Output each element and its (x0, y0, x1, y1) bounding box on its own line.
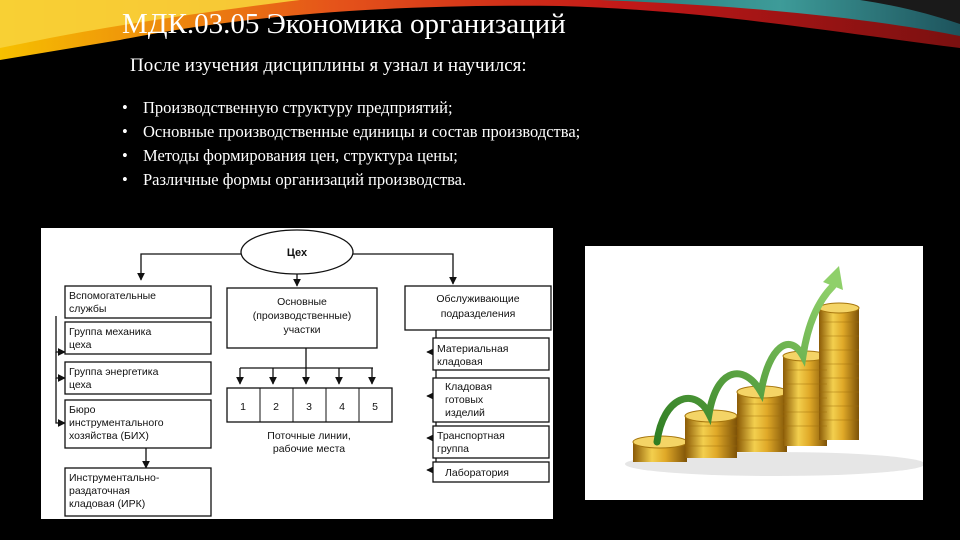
coins-growth-image (585, 246, 925, 500)
bullet-text: Различные формы организаций производства… (143, 170, 467, 189)
right-box-label: Кладовая (445, 381, 492, 393)
unit-number: 5 (372, 401, 378, 413)
left-box-label: инструментального (69, 417, 164, 429)
left-box-label: раздаточная (69, 485, 130, 497)
list-item: • Основные производственные единицы и сос… (122, 120, 580, 144)
bullet-dot: • (122, 98, 128, 117)
unit-number: 1 (240, 401, 246, 413)
right-box-label: группа (437, 443, 469, 455)
bullet-text: Методы формирования цен, структура цены; (143, 146, 458, 165)
right-box-label: изделий (445, 407, 485, 419)
right-box-label: подразделения (441, 308, 516, 320)
list-item: • Методы формирования цен, структура цены… (122, 144, 580, 168)
left-box-label: кладовая (ИРК) (69, 498, 145, 510)
slide-title: МДК.03.05 Экономика организаций (122, 8, 566, 40)
right-box-label: Лаборатория (445, 467, 509, 479)
unit-number: 3 (306, 401, 312, 413)
center-box-label: (производственные) (253, 310, 352, 322)
bullet-text: Основные производственные единицы и сост… (143, 122, 581, 141)
org-structure-diagram: Цех Вспомогательные службы Группа механи… (41, 228, 553, 519)
bullet-list: • Производственную структуру предприятий;… (122, 96, 580, 192)
center-box-label: Основные (277, 296, 327, 308)
left-box-label: хозяйства (БИХ) (69, 430, 149, 442)
left-box-label: Инструментально- (69, 472, 160, 484)
bullet-text: Производственную структуру предприятий; (143, 98, 453, 117)
growth-arrow-icon (653, 282, 837, 446)
center-caption: рабочие места (273, 443, 345, 455)
left-box-label: Вспомогательные (69, 290, 156, 302)
slide-subtitle: После изучения дисциплины я узнал и науч… (130, 55, 527, 76)
left-box-label: цеха (69, 339, 92, 351)
right-box-label: Материальная (437, 343, 508, 355)
center-box-label: участки (283, 324, 320, 336)
list-item: • Различные формы организаций производств… (122, 168, 580, 192)
left-box-label: службы (69, 303, 106, 315)
bullet-dot: • (122, 170, 128, 189)
right-box-label: кладовая (437, 356, 483, 368)
center-caption: Поточные линии, (267, 430, 350, 442)
coin-stack (818, 302, 860, 440)
left-box-label: цеха (69, 379, 92, 391)
right-box-label: Транспортная (437, 430, 505, 442)
left-box-label: Бюро (69, 404, 96, 416)
unit-number: 4 (339, 401, 345, 413)
list-item: • Производственную структуру предприятий; (122, 96, 580, 120)
diagram-root-label: Цех (287, 247, 308, 259)
decorative-color-swoosh (0, 0, 960, 60)
left-box-label: Группа механика (69, 326, 151, 338)
right-box-label: Обслуживающие (436, 293, 519, 305)
right-box-label: готовых (445, 394, 484, 406)
bullet-dot: • (122, 146, 128, 165)
unit-number: 2 (273, 401, 279, 413)
left-box-label: Группа энергетика (69, 366, 159, 378)
bullet-dot: • (122, 122, 128, 141)
